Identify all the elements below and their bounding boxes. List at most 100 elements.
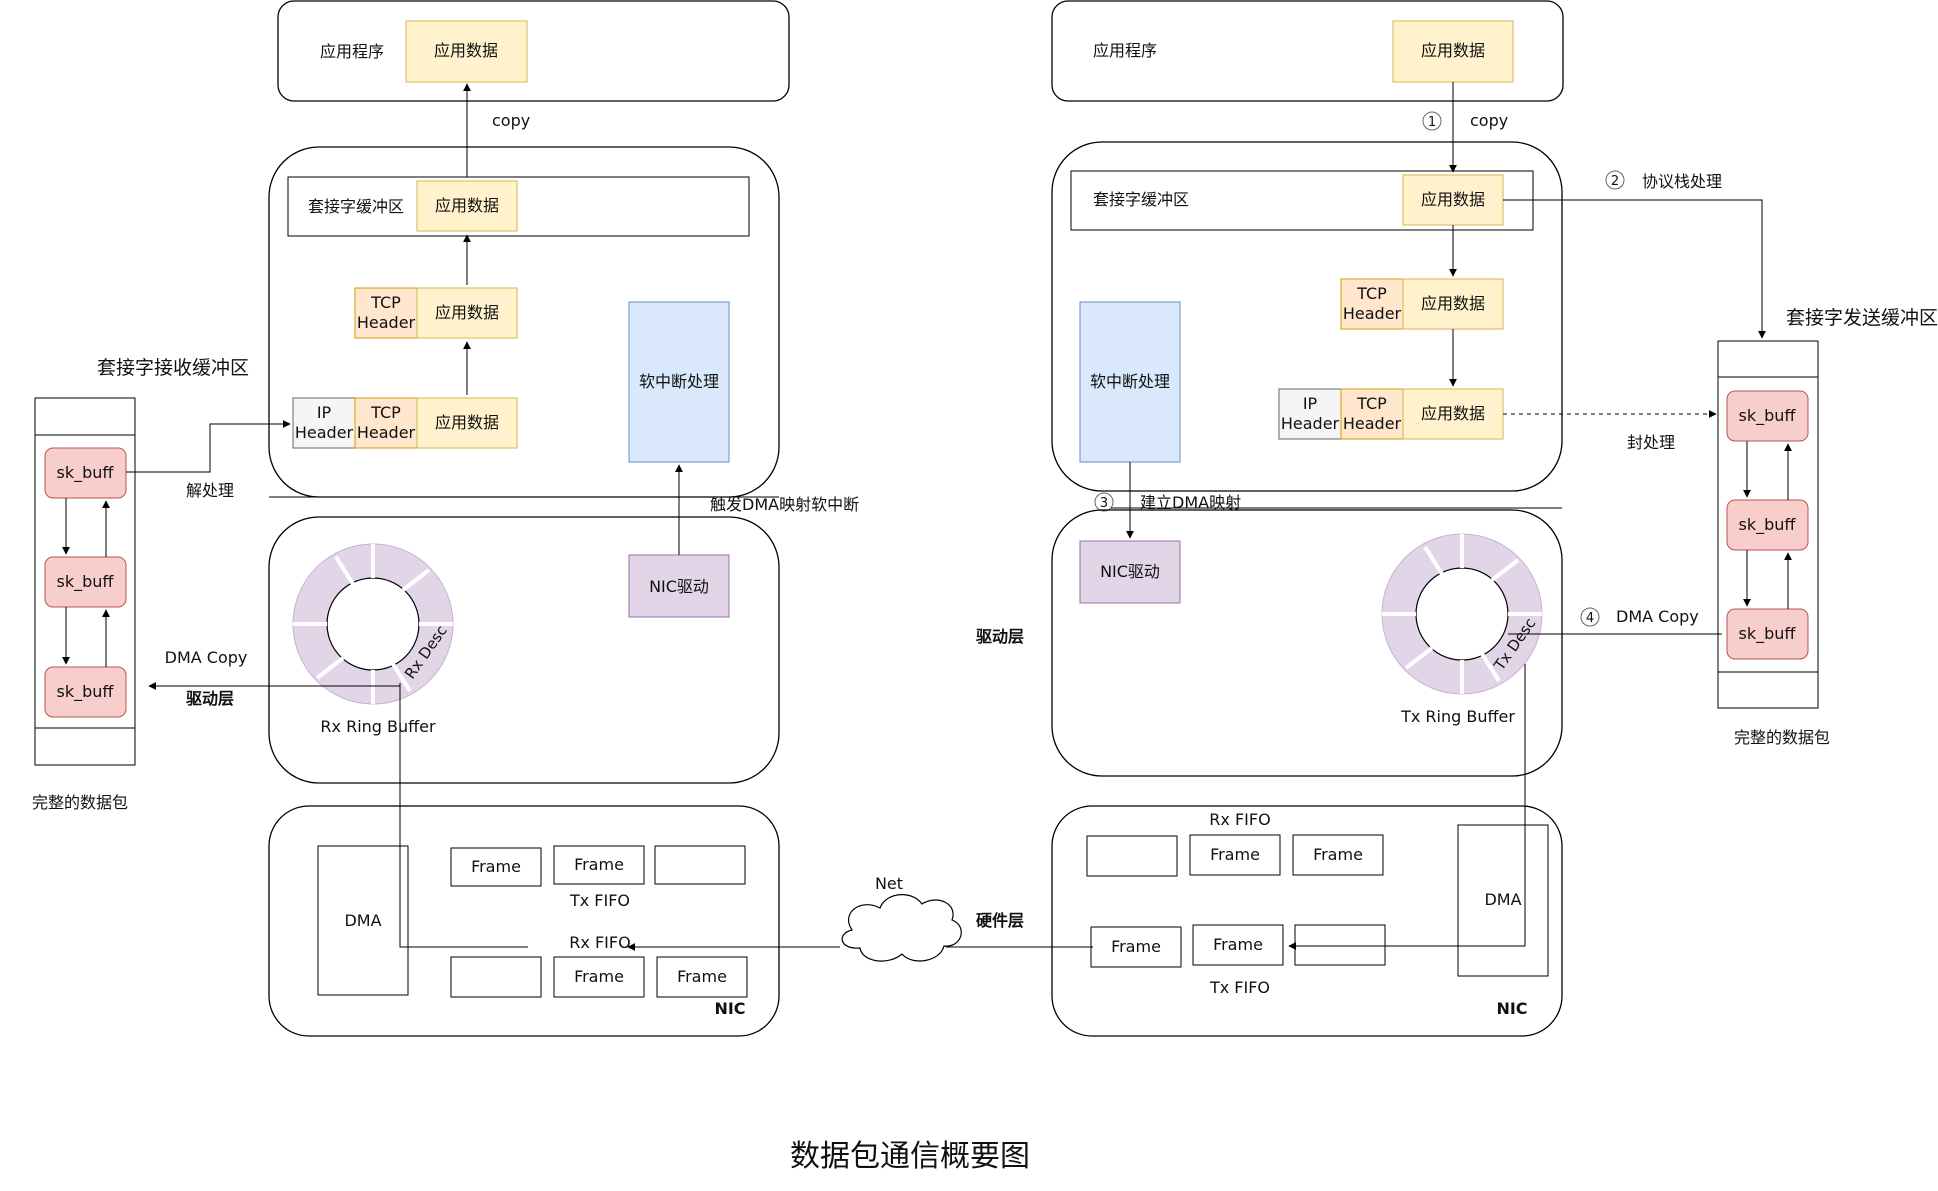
- recv-skb-2-text: sk_buff: [57, 572, 115, 592]
- recv-ip-tcp-header-box: [354, 397, 418, 449]
- net-cloud-icon: [841, 894, 962, 962]
- send-ring-label: Tx Ring Buffer: [1400, 707, 1515, 726]
- send-tx-fifo-label: Tx FIFO: [1209, 978, 1270, 997]
- recv-trigger-label: 触发DMA映射软中断: [710, 495, 859, 514]
- send-complete-packet-label: 完整的数据包: [1734, 728, 1830, 747]
- send-rx-fifo-label: Rx FIFO: [1209, 810, 1270, 829]
- send-tcp-header-box: [1340, 278, 1404, 330]
- send-softirq-box: [1079, 301, 1181, 463]
- recv-tcp-data-text: 应用数据: [435, 303, 499, 322]
- recv-buffer-title: 套接字接收缓冲区: [97, 357, 249, 379]
- send-softirq-text: 软中断处理: [1090, 372, 1170, 391]
- recv-softirq-text: 软中断处理: [639, 372, 719, 391]
- diagram-title: 数据包通信概要图: [790, 1139, 1030, 1174]
- recv-tx-slot-empty: [654, 845, 746, 885]
- send-rx-frame-1: [1189, 834, 1281, 876]
- send-driver-container: [1051, 509, 1563, 777]
- svg-text:TCP: TCP: [1356, 394, 1387, 413]
- recv-socket-buffer-label: 套接字缓冲区: [308, 197, 404, 216]
- recv-decode-arrow: [126, 420, 291, 473]
- recv-driver-container: [268, 516, 780, 784]
- send-dma-copy-label: DMA Copy: [1616, 607, 1699, 626]
- recv-nic-label: NIC: [714, 999, 745, 1018]
- recv-app-container: [277, 0, 790, 102]
- recv-ip-header-text: IP: [317, 403, 332, 422]
- send-step4-badge: [1580, 607, 1600, 627]
- send-step1-text: 1: [1428, 115, 1436, 130]
- recv-ip-tcp-header-text2: Header: [357, 423, 416, 442]
- send-step2-text: 2: [1611, 174, 1619, 189]
- send-nic-container: [1051, 805, 1563, 1037]
- recv-ip-tcp-header-text: TCP: [370, 403, 401, 422]
- send-dma-path: [1288, 664, 1526, 950]
- recv-tx-frame-2-text: Frame: [574, 855, 624, 874]
- send-rx-frame-2: [1292, 834, 1384, 876]
- send-tcp-data-text: 应用数据: [1421, 294, 1485, 313]
- recv-ip-header-text2: Header: [295, 423, 354, 442]
- send-app-data-box: [1392, 20, 1514, 83]
- send-tx-slot-empty: [1294, 924, 1386, 966]
- recv-complete-packet-label: 完整的数据包: [32, 793, 128, 812]
- send-stack-container: [1051, 141, 1563, 492]
- recv-ip-data-text: 应用数据: [435, 413, 499, 432]
- send-dma-text: DMA: [1484, 890, 1521, 909]
- recv-ring-buffer: Rx Desc: [292, 543, 454, 705]
- recv-ip-header-box: [292, 397, 356, 449]
- send-nic-label: NIC: [1496, 999, 1527, 1018]
- recv-softirq-box: [628, 301, 730, 463]
- recv-copy-label: copy: [492, 111, 530, 130]
- recv-rx-frame-2-text: Frame: [677, 967, 727, 986]
- send-ring-buffer: Tx Desc: [1381, 533, 1543, 695]
- recv-dma-text: DMA: [344, 911, 381, 930]
- send-skb-1-text: sk_buff: [1739, 406, 1797, 426]
- send-skb-2: [1726, 499, 1809, 551]
- send-protocol-arrow: [1503, 199, 1766, 339]
- recv-skb-2: [44, 556, 127, 608]
- send-step2-badge: [1605, 170, 1625, 190]
- send-rx-frame-2-text: Frame: [1313, 845, 1363, 864]
- receive-side: 应用程序 应用数据 copy 套接字缓冲区 应用数据 TCP Header 应用…: [32, 0, 859, 1037]
- send-side: 应用程序 应用数据 1 copy 套接字缓冲区 应用数据 TCP Header …: [976, 0, 1938, 1037]
- send-dma-map-label: 建立DMA映射: [1140, 493, 1241, 512]
- recv-rx-frame-2: [656, 956, 748, 998]
- recv-nic-driver-text: NIC驱动: [649, 577, 709, 596]
- recv-nic-container: [268, 805, 780, 1037]
- send-socket-buffer-label: 套接字缓冲区: [1093, 190, 1189, 209]
- send-ip-data-box: [1402, 388, 1504, 440]
- recv-buffer-data-box: [416, 180, 518, 232]
- net-label: Net: [875, 874, 903, 893]
- send-copy-label: copy: [1470, 111, 1508, 130]
- send-protocol-stack-label: 协议栈处理: [1642, 172, 1722, 191]
- svg-text:TCP: TCP: [1356, 284, 1387, 303]
- svg-text:IP: IP: [1303, 394, 1318, 413]
- send-step1-badge: [1422, 111, 1442, 131]
- recv-app-data-box: [405, 20, 528, 83]
- send-rx-slot-empty: [1086, 835, 1178, 877]
- recv-tx-frame-1: [450, 847, 542, 887]
- send-tx-frame-2-text: Frame: [1213, 935, 1263, 954]
- recv-decode-label: 解处理: [186, 481, 234, 500]
- svg-text:Header: Header: [1343, 414, 1402, 433]
- recv-buffer-data-text: 应用数据: [435, 196, 499, 215]
- svg-text:Header: Header: [1343, 304, 1402, 323]
- send-dma-box: [1457, 824, 1549, 977]
- recv-app-data-text: 应用数据: [434, 41, 498, 60]
- recv-skb-1: [44, 447, 127, 499]
- send-app-label: 应用程序: [1093, 41, 1157, 60]
- send-skb-1: [1726, 390, 1809, 442]
- recv-app-label: 应用程序: [320, 42, 384, 61]
- recv-rx-frame-1: [553, 956, 645, 998]
- send-hardware-layer-label: 硬件层: [976, 911, 1024, 930]
- send-driver-layer-label: 驱动层: [976, 627, 1024, 646]
- send-buffer-column: [1717, 340, 1819, 709]
- send-skb-2-text: sk_buff: [1739, 515, 1797, 535]
- send-step3-badge: [1094, 492, 1114, 512]
- recv-tcp-header-box: [354, 287, 418, 339]
- recv-tcp-data-box: [416, 287, 518, 339]
- send-skb-3-text: sk_buff: [1739, 624, 1797, 644]
- send-ip-tcp-header-box: [1340, 388, 1404, 440]
- send-ip-data-text: 应用数据: [1421, 404, 1485, 423]
- network: Net: [627, 874, 1093, 962]
- send-step3-text: 3: [1100, 496, 1108, 511]
